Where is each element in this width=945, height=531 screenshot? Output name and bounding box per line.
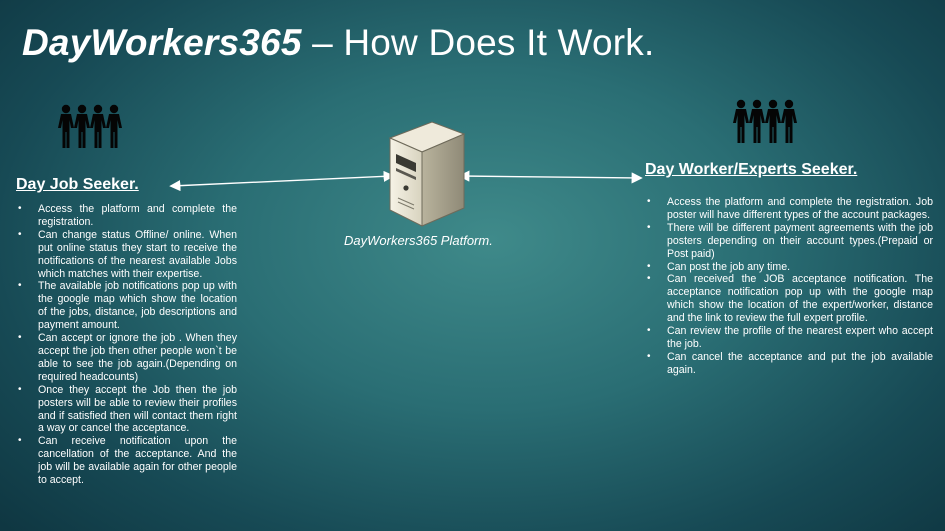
list-item: Access the platform and complete the reg… [16,203,237,229]
brand-name: DayWorkers365 [22,22,302,63]
list-item: Can received the JOB acceptance notifica… [645,273,933,325]
page-title: DayWorkers365 – How Does It Work. [22,22,654,64]
people-group-icon [733,99,799,145]
day-job-seeker-list: Access the platform and complete the reg… [16,203,237,487]
platform-label: DayWorkers365 Platform. [344,233,493,248]
list-item: The available job notifications pop up w… [16,280,237,332]
list-item: Can review the profile of the nearest ex… [645,325,933,351]
title-text: – How Does It Work. [301,22,655,63]
day-job-seeker-heading: Day Job Seeker. [16,176,139,193]
left-arrow [169,170,395,192]
list-item: Can cancel the acceptance and put the jo… [645,351,933,377]
day-worker-experts-seeker-list: Access the platform and complete the reg… [645,196,933,377]
list-item: Access the platform and complete the reg… [645,196,933,222]
right-arrow [458,170,643,184]
day-worker-experts-seeker-heading: Day Worker/Experts Seeker. [645,161,858,178]
list-item: Can accept or ignore the job . When they… [16,332,237,384]
server-icon [388,120,466,233]
people-group-icon [58,104,124,150]
list-item: Can change status Offline/ online. When … [16,229,237,281]
list-item: There will be different payment agreemen… [645,222,933,261]
list-item: Can receive notification upon the cancel… [16,435,237,487]
list-item: Once they accept the Job then the job po… [16,384,237,436]
list-item: Can post the job any time. [645,261,933,274]
